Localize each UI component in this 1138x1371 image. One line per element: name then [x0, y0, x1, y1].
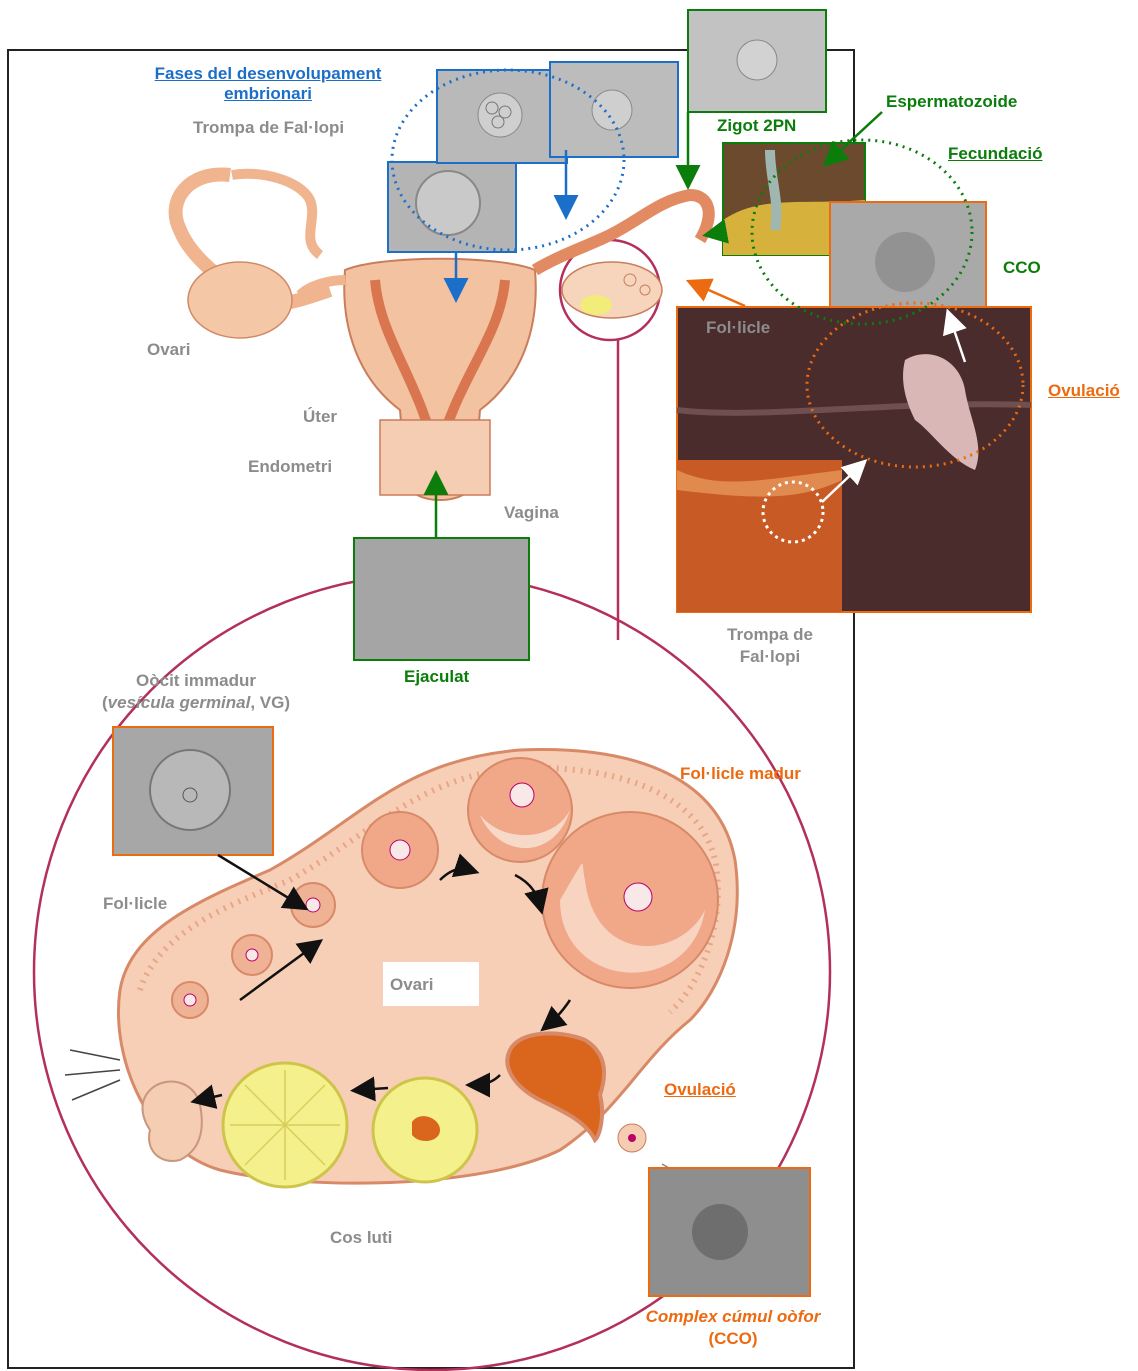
ovary-label-center: Ovari	[390, 975, 433, 995]
cco-bottom-line1: Complex cúmul oòfor	[618, 1306, 848, 1328]
embryo-stages-title-line2: embrionari	[128, 84, 408, 104]
germinal-vesicle-term: vesícula germinal	[108, 693, 251, 712]
embryo-stages-title-line1: Fases del desenvolupament	[128, 64, 408, 84]
cco-bottom-line2: (CCO)	[618, 1328, 848, 1350]
sperm-label: Espermatozoide	[886, 92, 1017, 112]
cco-label-bottom: Complex cúmul oòfor (CCO)	[618, 1306, 848, 1350]
immature-oocyte-line1: Oòcit immadur	[66, 670, 326, 692]
vagina-label: Vagina	[504, 503, 559, 523]
fertilization-label: Fecundació	[948, 144, 1042, 164]
endometrium-label: Endometri	[248, 457, 332, 477]
ejaculate-photo	[354, 538, 529, 660]
mature-follicle-label: Fol·licle madur	[680, 764, 801, 784]
zygote-label: Zigot 2PN	[717, 116, 796, 136]
follicle-photo-label: Fol·licle	[706, 318, 770, 338]
fallopian-tube-label-bottom: Trompa de Fal·lopi	[702, 624, 838, 668]
embryo-stages-title: Fases del desenvolupament embrionari	[128, 64, 408, 104]
right-ovary-shape	[562, 262, 662, 318]
fertilization-arrow	[712, 232, 723, 234]
immature-oocyte-label: Oòcit immadur (vesícula germinal, VG)	[66, 670, 326, 714]
ovulation-arrow	[695, 284, 745, 306]
ejaculate-label: Ejaculat	[404, 667, 469, 687]
fallopian-tube-bottom-line2: Fal·lopi	[702, 646, 838, 668]
fallopian-tube-bottom-line1: Trompa de	[702, 624, 838, 646]
ovary-label-top: Ovari	[147, 340, 190, 360]
ovulation-label-bottom: Ovulació	[664, 1080, 736, 1100]
corpus-luteum-label: Cos luti	[330, 1228, 392, 1248]
uterus-label: Úter	[303, 407, 337, 427]
immature-oocyte-line2: (vesícula germinal, VG)	[66, 692, 326, 714]
paren-close: , VG)	[250, 693, 290, 712]
follicle-label-left: Fol·licle	[103, 894, 167, 914]
cco-label-right: CCO	[1003, 258, 1041, 278]
left-ovary-shape	[188, 262, 292, 338]
ovulation-label-right: Ovulació	[1048, 381, 1120, 401]
fallopian-tube-label-top: Trompa de Fal·lopi	[193, 118, 344, 138]
